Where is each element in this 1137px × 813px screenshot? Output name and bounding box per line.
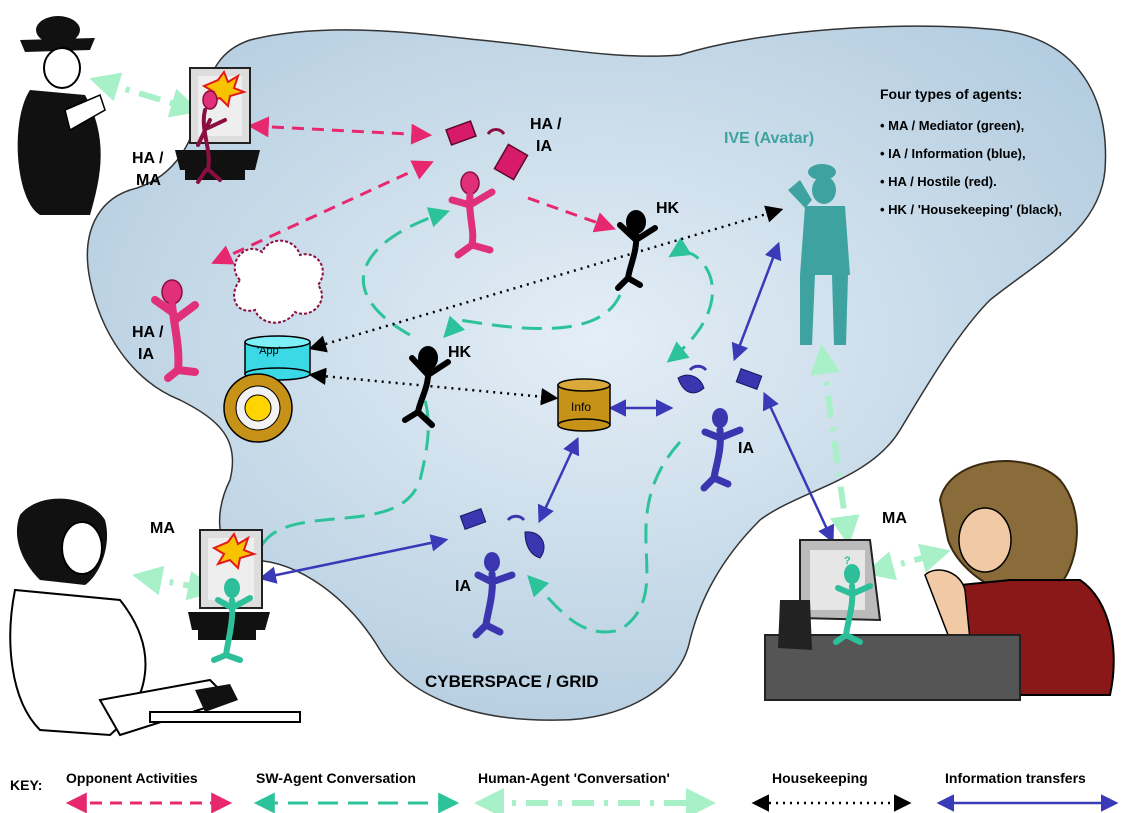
info-link-info-ia-bottom: [537, 436, 580, 524]
ha-ia-left-label: HA / IA: [132, 324, 164, 363]
ha-agent-top: [445, 120, 529, 259]
ha-ma-label: HA / MA: [132, 150, 164, 189]
ma-right-label: MA: [882, 510, 907, 527]
ha-agent-left: [151, 279, 199, 382]
hk-link-app-to-avatar: [308, 205, 784, 353]
app-label: 'App': [257, 345, 281, 357]
info-link-ia-ma: [762, 391, 835, 544]
opponent-link-screen-to-ha: [247, 116, 433, 145]
info-link-ma-ia: [258, 534, 449, 584]
agent-type-item: • MA / Mediator (green),: [880, 118, 1025, 133]
sun-process-icon: [223, 373, 293, 443]
agent-type-item: • IA / Information (blue),: [880, 146, 1026, 161]
hk-agent-top: [615, 210, 658, 291]
desk-bottom-right: [764, 634, 1021, 701]
ia-agent-right: [677, 364, 763, 492]
hk-top-label: HK: [656, 200, 680, 217]
hk-mid-label: HK: [448, 344, 472, 361]
cyberspace-title: CYBERSPACE / GRID: [425, 672, 599, 691]
human-link-bottom-right: [864, 543, 951, 581]
man-human-figure: [9, 498, 301, 737]
agent-types-heading: Four types of agents:: [880, 86, 1023, 102]
spy-human-figure: [17, 16, 106, 215]
key-title: KEY:: [10, 777, 43, 793]
avatar-officer-figure: [788, 164, 850, 345]
key-label-sw-agent: SW-Agent Conversation: [256, 770, 416, 786]
screen-question-mark: ?: [844, 555, 851, 567]
key-label-human-agent: Human-Agent 'Conversation': [478, 770, 670, 786]
avatar-label: IVE (Avatar): [724, 130, 815, 147]
woman-human-figure: [924, 460, 1115, 696]
ia-right-label: IA: [738, 440, 754, 457]
hk-link-app-to-info: [308, 367, 559, 406]
monitor-bottom-right: [778, 539, 882, 650]
housekeeping-links: [308, 205, 784, 406]
explosion-cloud: [233, 239, 324, 324]
info-label: Info: [571, 400, 592, 414]
ia-agent-bottom: [459, 508, 545, 639]
human-link-avatar: [810, 344, 860, 546]
info-link-avatar-ia: [731, 241, 782, 362]
sw-link-ma-to-hk: [260, 399, 430, 546]
ma-left-label: MA: [150, 520, 175, 537]
hk-agent-mid: [402, 346, 451, 428]
ia-bottom-label: IA: [455, 578, 471, 595]
human-link-top-left: [89, 72, 201, 118]
ma-agent-left: [211, 578, 253, 663]
info-cylinder: [557, 378, 611, 432]
key-label-housekeeping: Housekeeping: [772, 770, 868, 786]
sw-link-ia-to-ia: [527, 440, 682, 634]
ha-agent-in-monitor: [196, 90, 227, 184]
key-label-opponent: Opponent Activities: [66, 770, 198, 786]
app-cylinder: [244, 335, 311, 381]
agent-type-item: • HK / 'Housekeeping' (black),: [880, 202, 1062, 217]
agent-types-list: • MA / Mediator (green), • IA / Informat…: [880, 118, 1062, 230]
agent-type-item: • HA / Hostile (red).: [880, 174, 997, 189]
information-links: [258, 241, 835, 584]
ha-ia-top-label: HA / IA: [530, 116, 562, 155]
key-label-information: Information transfers: [945, 770, 1086, 786]
ma-agent-right: [833, 564, 873, 645]
